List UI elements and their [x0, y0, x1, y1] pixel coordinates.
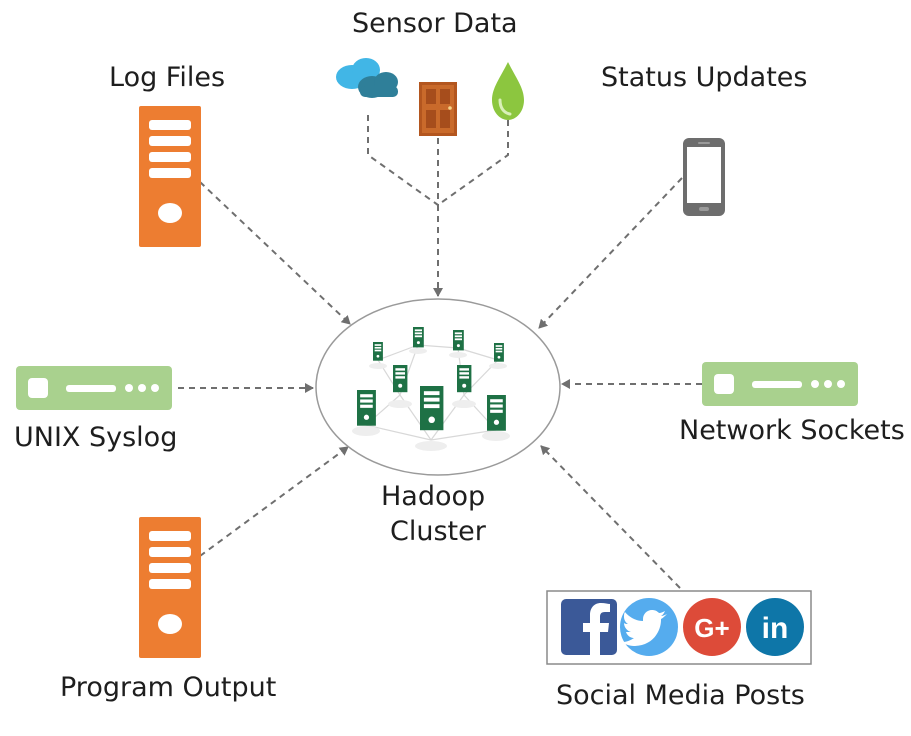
label-program-output: Program Output [60, 672, 277, 703]
linkedin-icon: in [746, 598, 804, 656]
arrow-sensor-cloud [367, 115, 439, 206]
water-drop-icon [492, 62, 524, 120]
smartphone-icon [683, 138, 725, 216]
network-sockets-rack-icon [702, 362, 858, 406]
svg-text:G+: G+ [694, 613, 729, 643]
label-hadoop-line2: Cluster [390, 516, 486, 547]
arrow-status-updates [538, 177, 683, 329]
label-log-files: Log Files [109, 62, 226, 93]
label-status-updates: Status Updates [601, 62, 808, 93]
label-sensor-data: Sensor Data [352, 8, 518, 39]
label-network-sockets: Network Sockets [679, 415, 905, 446]
log-files-server-icon [139, 106, 201, 247]
arrow-program-output [199, 446, 349, 557]
hadoop-cluster-icon [315, 298, 561, 476]
facebook-icon [561, 599, 617, 655]
label-unix-syslog: UNIX Syslog [14, 422, 178, 453]
cloud-icon [336, 58, 398, 98]
arrow-log-files [199, 181, 351, 325]
twitter-icon [620, 598, 678, 656]
arrow-social-media [540, 445, 681, 589]
program-output-server-icon [139, 517, 201, 658]
label-social-media-posts: Social Media Posts [556, 680, 805, 711]
door-icon [419, 82, 457, 136]
unix-syslog-rack-icon [16, 366, 172, 410]
svg-text:in: in [762, 612, 789, 645]
label-hadoop-line1: Hadoop [381, 481, 486, 512]
arrow-sensor-drop [437, 120, 509, 206]
google-plus-icon: G+ [683, 598, 741, 656]
social-media-box: G+ in [546, 590, 812, 665]
connectors [178, 115, 702, 589]
